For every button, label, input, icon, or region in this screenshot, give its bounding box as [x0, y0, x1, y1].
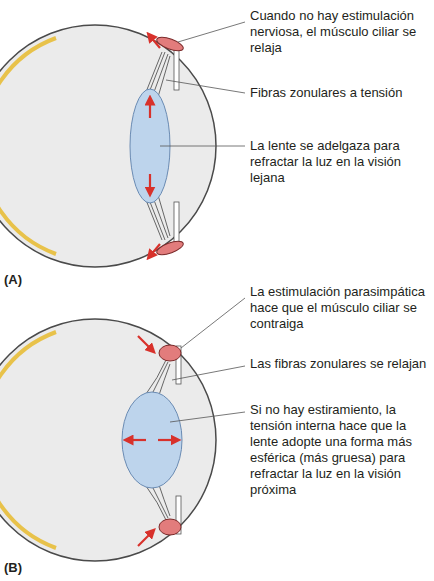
panel-letter: (A) — [4, 272, 44, 288]
eye-far — [0, 22, 245, 267]
callout-text: Las fibras zonulares se relajan — [250, 356, 428, 372]
callout-text: La estimulación parasimpática hace que e… — [250, 284, 428, 332]
callout-text: Fibras zonulares a tensión — [250, 85, 428, 101]
callout-text: La lente se adelgaza para refractar la l… — [250, 138, 428, 186]
callout-text: Cuando no hay estimulación nerviosa, el … — [250, 8, 428, 56]
panel-letter: (B) — [4, 560, 44, 576]
callout-text: Si no hay estiramiento, la tensión inter… — [250, 402, 428, 498]
eye-near — [0, 298, 245, 561]
